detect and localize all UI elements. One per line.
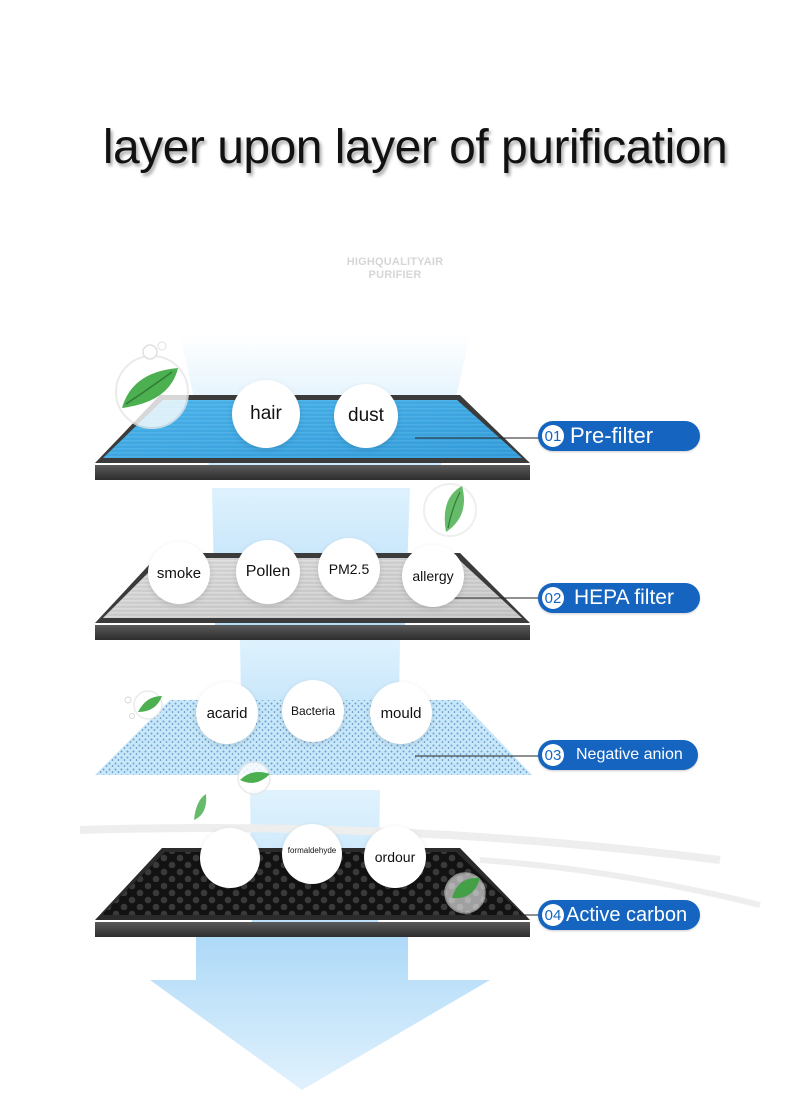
layer-name: Active carbon bbox=[566, 903, 688, 926]
pollutant-smoke: smoke bbox=[148, 542, 210, 604]
pollutant-acarid: acarid bbox=[196, 682, 258, 744]
pollutant-blank bbox=[200, 828, 260, 888]
pollutant-hair: hair bbox=[232, 380, 300, 448]
layer-number: 04 bbox=[542, 904, 564, 926]
leaf-icon bbox=[115, 355, 189, 429]
leaf-icon bbox=[237, 761, 271, 795]
down-arrow-icon bbox=[150, 936, 490, 1090]
layer-label-carbon: 04 Active carbon bbox=[538, 900, 700, 930]
brand-caption: HIGHQUALITYAIR PURIFIER bbox=[330, 256, 460, 282]
page-title: layer upon layer of purification bbox=[102, 121, 728, 174]
layer-name: Pre-filter bbox=[570, 423, 654, 448]
layer-number: 02 bbox=[542, 587, 564, 609]
pollutant-bacteria: Bacteria bbox=[282, 680, 344, 742]
water-drop-icon bbox=[124, 696, 135, 719]
leaf-icon bbox=[444, 872, 486, 914]
pollutant-pollen: Pollen bbox=[236, 540, 300, 604]
air-swoosh bbox=[479, 857, 761, 908]
layer-label-prefilter: 01 Pre-filter bbox=[538, 421, 700, 451]
leaf-icon bbox=[423, 483, 477, 537]
layer-number: 03 bbox=[542, 744, 564, 766]
water-drop-icon bbox=[142, 341, 167, 360]
pollutant-dust: dust bbox=[334, 384, 398, 448]
pollutant-ordour: ordour bbox=[364, 826, 426, 888]
pollutant-formaldehyde: formaldehyde bbox=[282, 824, 342, 884]
layer-prefilter bbox=[95, 395, 530, 480]
brand-caption-line1: HIGHQUALITYAIR bbox=[346, 256, 444, 268]
layer-number: 01 bbox=[542, 425, 564, 447]
layer-label-anion: 03 Negative anion bbox=[538, 740, 698, 770]
layer-label-hepa: 02 HEPA filter bbox=[538, 583, 700, 613]
pollutant-pm25: PM2.5 bbox=[318, 538, 380, 600]
pollutant-allergy: allergy bbox=[402, 545, 464, 607]
brand-caption-line2: PURIFIER bbox=[368, 269, 422, 281]
layer-name: HEPA filter bbox=[574, 586, 674, 609]
leaf-icon bbox=[133, 690, 163, 720]
layer-name: Negative anion bbox=[576, 746, 683, 763]
pollutant-mould: mould bbox=[370, 682, 432, 744]
leaf-icon bbox=[194, 794, 207, 820]
